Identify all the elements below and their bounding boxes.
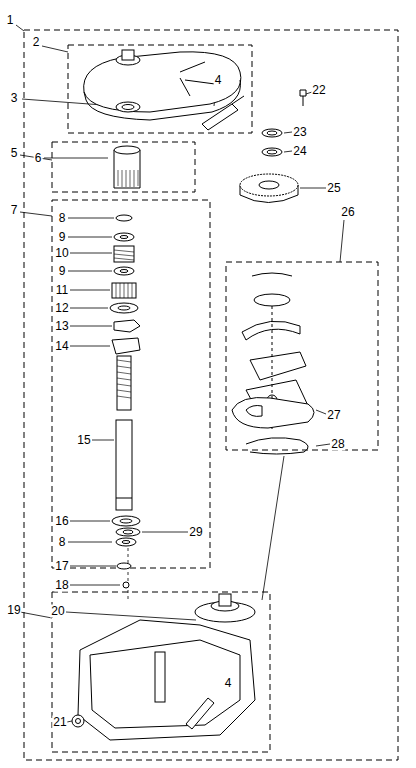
callout-number: 22	[311, 84, 326, 97]
callout-number: 29	[188, 526, 203, 539]
callout-number: 18	[54, 579, 69, 592]
callout-number: 12	[54, 302, 69, 315]
callout-number: 26	[340, 206, 355, 219]
callout-number: 25	[326, 182, 341, 195]
callout-number: 4	[224, 677, 233, 690]
callout-number: 3	[10, 92, 19, 105]
callout-number: 21	[52, 716, 67, 729]
callout-number: 15	[76, 434, 91, 447]
callout-number: 8	[58, 536, 67, 549]
callout-number: 23	[292, 126, 307, 139]
callout-number: 10	[54, 247, 69, 260]
callout-number: 7	[10, 204, 19, 217]
callout-number: 27	[326, 409, 341, 422]
callout-number: 9	[58, 231, 67, 244]
callout-number: 16	[54, 515, 69, 528]
callout-number: 20	[50, 605, 65, 618]
callout-number: 1	[6, 14, 15, 27]
callout-number: 13	[54, 320, 69, 333]
callout-number: 11	[55, 284, 69, 297]
callout-number: 14	[54, 340, 69, 353]
callout-number: 2	[32, 36, 41, 49]
callout-number: 17	[54, 560, 69, 573]
callout-number: 8	[58, 212, 67, 225]
callout-number: 24	[292, 145, 307, 158]
callout-number: 4	[214, 74, 223, 87]
callout-number: 19	[6, 604, 21, 617]
callout-number: 5	[10, 147, 19, 160]
callout-number: 9	[58, 265, 67, 278]
callout-number: 28	[330, 438, 345, 451]
callout-number: 6	[34, 152, 43, 165]
